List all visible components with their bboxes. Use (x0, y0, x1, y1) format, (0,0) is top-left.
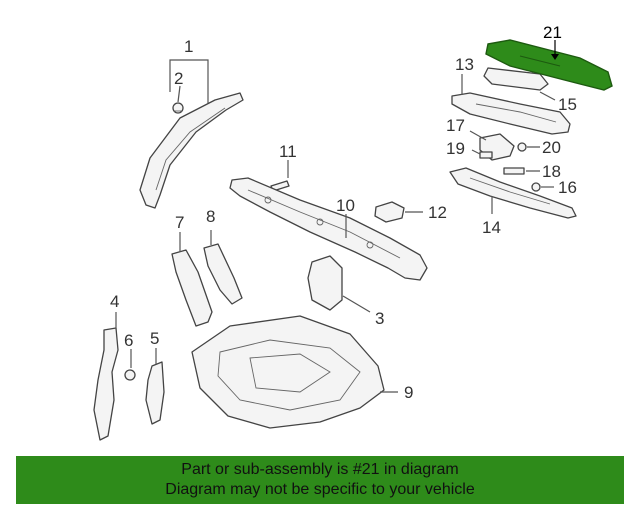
part-18-spring[interactable] (503, 167, 525, 175)
callout-8: 8 (206, 207, 215, 226)
part-20-nut[interactable] (517, 142, 527, 152)
info-banner: Part or sub-assembly is #21 in diagram D… (16, 456, 624, 504)
part-2-clip[interactable] (172, 102, 184, 114)
part-21-highlighted[interactable] (485, 39, 613, 91)
callout-9: 9 (404, 383, 413, 402)
callout-2: 2 (174, 69, 183, 88)
banner-line-2: Diagram may not be specific to your vehi… (165, 481, 475, 498)
part-19-pin[interactable] (479, 151, 493, 159)
part-10-dash-bracket[interactable] (229, 177, 428, 281)
part-16-clip[interactable] (531, 182, 541, 192)
callout-18: 18 (542, 162, 561, 181)
callout-14: 14 (482, 218, 501, 237)
callout-12: 12 (428, 203, 447, 222)
parts-diagram: 1 2 11 10 12 3 7 8 4 (93, 23, 613, 441)
part-6-clip[interactable] (124, 369, 136, 381)
callout-10: 10 (336, 196, 355, 215)
callout-6: 6 (124, 331, 133, 350)
part-3-bracket[interactable] (307, 255, 343, 311)
callout-4: 4 (110, 292, 119, 311)
banner-line-1: Part or sub-assembly is #21 in diagram (181, 461, 459, 478)
part-4-kick-panel[interactable] (93, 327, 119, 441)
callout-15: 15 (558, 95, 577, 114)
callout-19: 19 (446, 139, 465, 158)
part-7-panel[interactable] (171, 249, 213, 327)
callout-5: 5 (150, 329, 159, 348)
callout-7: 7 (175, 213, 184, 232)
callout-13: 13 (455, 55, 474, 74)
part-14-lower-panel[interactable] (449, 167, 577, 219)
part-1-pillar-trim[interactable] (139, 92, 244, 209)
part-5-trim[interactable] (145, 361, 165, 425)
callout-21: 21 (543, 23, 562, 42)
callout-3: 3 (375, 309, 384, 328)
callout-17: 17 (446, 116, 465, 135)
callout-20: 20 (542, 138, 561, 157)
callout-11: 11 (279, 142, 297, 161)
part-12-module[interactable] (374, 201, 405, 223)
callout-16: 16 (558, 178, 577, 197)
callout-1: 1 (184, 37, 193, 56)
part-13-trim-panel[interactable] (451, 92, 571, 135)
part-9-floor-pan[interactable] (191, 315, 385, 429)
part-8-panel[interactable] (203, 243, 243, 305)
